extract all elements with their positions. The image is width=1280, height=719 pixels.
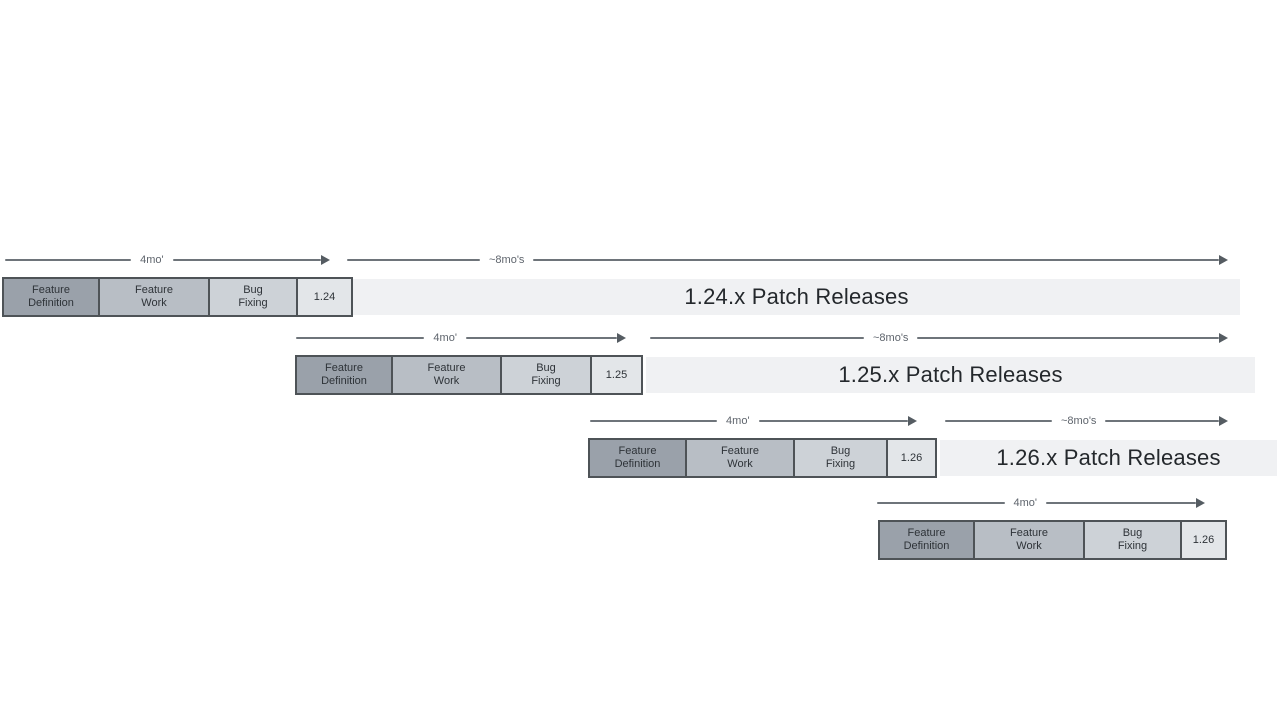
arrow-head-icon <box>1219 333 1228 343</box>
cycle-duration-label: 4mo' <box>140 254 164 266</box>
patch-releases-bar: 1.26.x Patch Releases <box>940 440 1277 476</box>
arrow-line <box>650 337 864 339</box>
phase-feature-definition: Feature Definition <box>295 355 393 395</box>
patch-duration-arrow: ~8mo's <box>347 251 1228 269</box>
cycle-duration-label: 4mo' <box>433 332 457 344</box>
phase-label-line: Definition <box>321 375 367 387</box>
phase-label-line: Bug <box>536 362 556 374</box>
arrow-line <box>465 337 617 339</box>
patch-duration-arrow: ~8mo's <box>945 412 1228 430</box>
phase-label-line: Definition <box>614 458 661 470</box>
arrow-line <box>533 259 1219 261</box>
phase-feature-work: Feature Work <box>687 438 795 478</box>
release-cycle-boxes: Feature Definition Feature Work Bug Fixi… <box>878 520 1227 560</box>
phase-label-line: Fixing <box>825 458 856 470</box>
version-label: 1.26 <box>900 451 923 464</box>
release-cycle-boxes: Feature Definition Feature Work Bug Fixi… <box>2 277 353 317</box>
arrow-head-icon <box>617 333 626 343</box>
arrow-line <box>172 259 321 261</box>
arrow-line <box>877 502 1005 504</box>
phase-bug-fixing: Bug Fixing <box>502 355 592 395</box>
patch-releases-bar: 1.24.x Patch Releases <box>353 279 1240 315</box>
phase-label-line: Feature <box>135 284 173 296</box>
version-box: 1.26 <box>888 438 937 478</box>
cycle-duration-arrow: 4mo' <box>5 251 330 269</box>
patch-releases-label: 1.26.x Patch Releases <box>996 445 1221 470</box>
cycle-duration-arrow: 4mo' <box>296 329 626 347</box>
phase-label-line: Feature <box>325 362 363 374</box>
phase-label-line: Work <box>727 458 753 470</box>
release-cycle-boxes: Feature Definition Feature Work Bug Fixi… <box>295 355 643 395</box>
arrow-head-icon <box>321 255 330 265</box>
arrow-line <box>945 420 1052 422</box>
version-label: 1.26 <box>1192 533 1215 546</box>
patch-releases-bar: 1.25.x Patch Releases <box>646 357 1255 393</box>
arrow-line <box>758 420 908 422</box>
cycle-duration-arrow: 4mo' <box>877 494 1205 512</box>
version-label: 1.25 <box>605 368 628 381</box>
phase-label-line: Work <box>1016 540 1042 552</box>
arrow-head-icon <box>1219 255 1228 265</box>
phase-label-line: Fixing <box>531 375 561 387</box>
phase-feature-definition: Feature Definition <box>878 520 975 560</box>
phase-label-line: Bug <box>243 284 263 296</box>
patch-releases-label: 1.25.x Patch Releases <box>838 362 1063 387</box>
arrow-line <box>296 337 425 339</box>
phase-label-line: Feature <box>427 362 466 374</box>
arrow-head-icon <box>908 416 917 426</box>
version-box: 1.25 <box>592 355 643 395</box>
patch-duration-label: ~8mo's <box>489 254 525 266</box>
patch-duration-label: ~8mo's <box>1061 415 1097 427</box>
arrow-line <box>917 337 1219 339</box>
patch-duration-label: ~8mo's <box>873 332 909 344</box>
arrow-line <box>1046 502 1196 504</box>
version-box: 1.26 <box>1182 520 1227 560</box>
arrow-line <box>347 259 480 261</box>
arrow-head-icon <box>1219 416 1228 426</box>
phase-label-line: Feature <box>618 445 657 457</box>
phase-label-line: Definition <box>903 540 950 552</box>
arrow-head-icon <box>1196 498 1205 508</box>
phase-label-line: Definition <box>28 297 74 309</box>
phase-feature-work: Feature Work <box>393 355 502 395</box>
arrow-line <box>5 259 132 261</box>
cycle-duration-arrow: 4mo' <box>590 412 917 430</box>
release-cycle-boxes: Feature Definition Feature Work Bug Fixi… <box>588 438 937 478</box>
cycle-duration-label: 4mo' <box>1013 497 1038 509</box>
phase-feature-work: Feature Work <box>975 520 1085 560</box>
phase-feature-definition: Feature Definition <box>2 277 100 317</box>
phase-feature-definition: Feature Definition <box>588 438 687 478</box>
phase-label-line: Bug <box>1122 527 1143 539</box>
version-label: 1.24 <box>313 290 336 303</box>
phase-label-line: Feature <box>1010 527 1048 539</box>
phase-label-line: Fixing <box>238 297 268 309</box>
phase-label-line: Work <box>141 297 167 309</box>
phase-label-line: Bug <box>830 445 851 457</box>
patch-releases-label: 1.24.x Patch Releases <box>684 284 909 309</box>
phase-label-line: Fixing <box>1117 540 1148 552</box>
phase-label-line: Work <box>433 375 460 387</box>
arrow-line <box>590 420 718 422</box>
version-box: 1.24 <box>298 277 353 317</box>
phase-label-line: Feature <box>32 284 70 296</box>
patch-duration-arrow: ~8mo's <box>650 329 1228 347</box>
phase-label-line: Feature <box>721 445 759 457</box>
phase-bug-fixing: Bug Fixing <box>795 438 888 478</box>
phase-bug-fixing: Bug Fixing <box>210 277 298 317</box>
cycle-duration-label: 4mo' <box>726 415 750 427</box>
phase-label-line: Feature <box>907 527 946 539</box>
phase-feature-work: Feature Work <box>100 277 210 317</box>
arrow-line <box>1105 420 1219 422</box>
phase-bug-fixing: Bug Fixing <box>1085 520 1182 560</box>
